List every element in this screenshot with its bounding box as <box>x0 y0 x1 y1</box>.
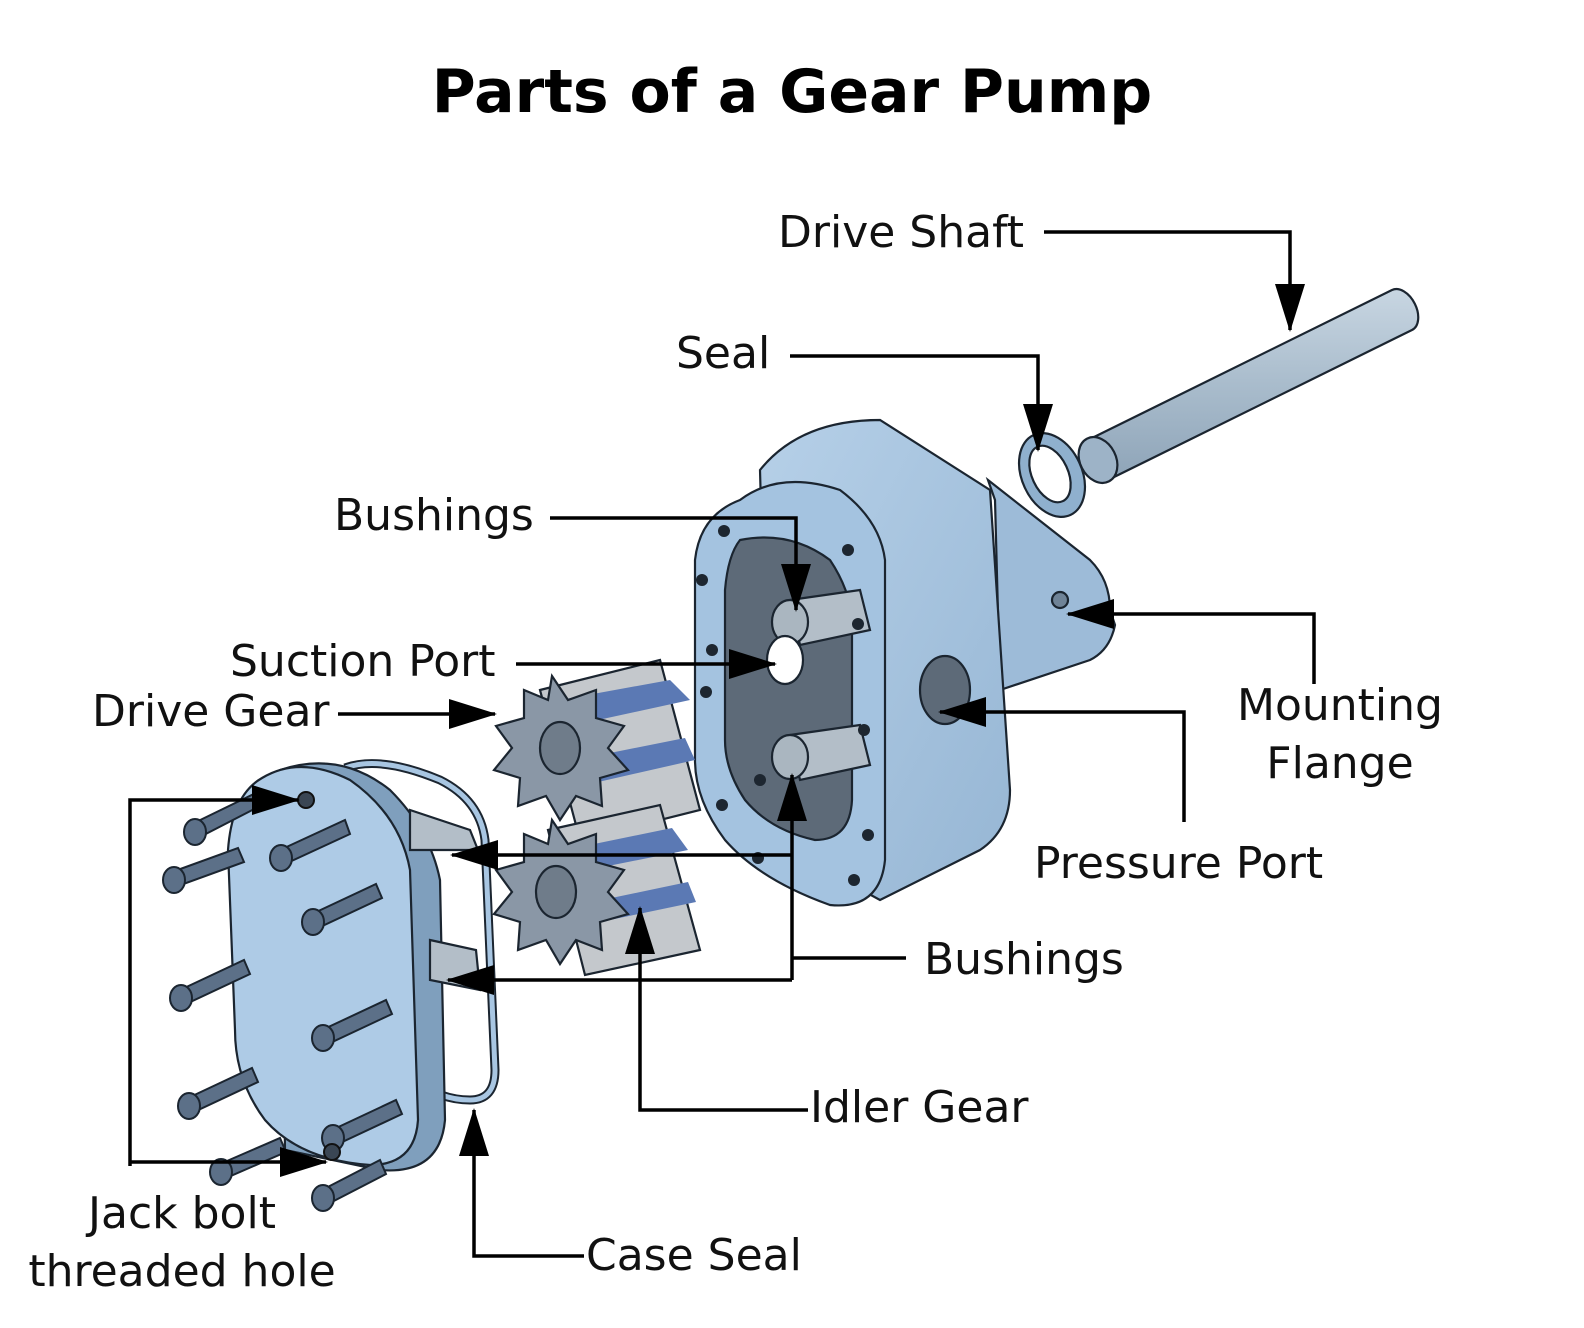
label-drive-shaft: Drive Shaft <box>778 207 1024 258</box>
label-mounting-flange-line1: Mounting <box>1237 680 1443 731</box>
drive-shaft <box>1077 287 1420 484</box>
idler-gear <box>492 803 702 977</box>
label-pressure-port: Pressure Port <box>1034 838 1323 889</box>
label-bushings-bottom: Bushings <box>924 934 1124 985</box>
label-jack-bolt-line1: Jack bolt <box>85 1188 276 1239</box>
label-idler-gear: Idler Gear <box>810 1082 1029 1133</box>
drive-gear <box>492 658 702 842</box>
label-seal: Seal <box>676 328 770 379</box>
cover-bolts <box>162 788 404 1212</box>
label-bushings-top: Bushings <box>334 490 534 541</box>
label-mounting-flange-line2: Flange <box>1266 738 1413 789</box>
label-suction-port: Suction Port <box>230 636 496 687</box>
label-case-seal: Case Seal <box>586 1230 802 1281</box>
diagram-title: Parts of a Gear Pump <box>432 57 1152 127</box>
end-cover <box>226 762 482 1172</box>
leader-lines <box>128 230 1316 1258</box>
label-jack-bolt-line2: threaded hole <box>28 1246 335 1297</box>
label-drive-gear: Drive Gear <box>92 686 330 737</box>
